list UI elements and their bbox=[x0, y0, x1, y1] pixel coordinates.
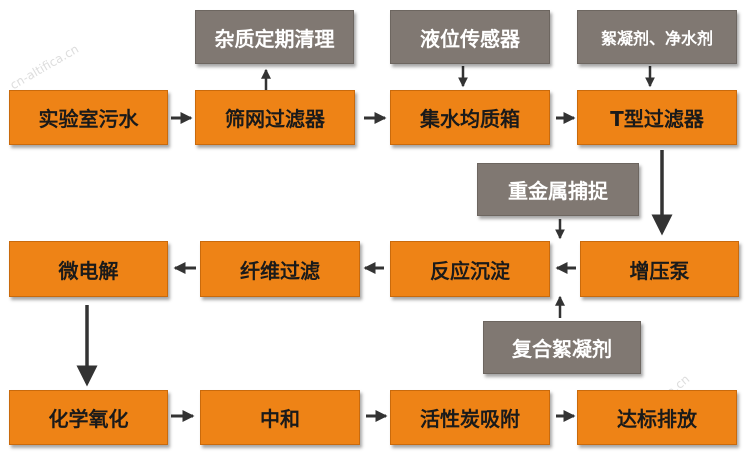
node-fiber-filtration: 纤维过滤 bbox=[200, 241, 360, 297]
node-reaction-precipitation: 反应沉淀 bbox=[390, 241, 550, 297]
node-screen-filter: 筛网过滤器 bbox=[195, 90, 355, 145]
node-flocculant-purifier: 絮凝剂、净水剂 bbox=[577, 10, 737, 64]
node-micro-electrolysis: 微电解 bbox=[9, 241, 168, 297]
node-heavy-metal-capture: 重金属捕捉 bbox=[477, 163, 639, 216]
node-activated-carbon-adsorption: 活性炭吸附 bbox=[390, 390, 550, 445]
node-composite-flocculant: 复合絮凝剂 bbox=[483, 321, 641, 374]
node-discharge-compliance: 达标排放 bbox=[577, 390, 737, 445]
node-homogenizing-tank: 集水均质箱 bbox=[390, 90, 550, 145]
node-impurity-cleaning: 杂质定期清理 bbox=[195, 10, 354, 64]
node-lab-wastewater: 实验室污水 bbox=[9, 90, 168, 145]
node-chemical-oxidation: 化学氧化 bbox=[9, 390, 168, 445]
node-level-sensor: 液位传感器 bbox=[390, 10, 550, 64]
node-booster-pump: 增压泵 bbox=[580, 241, 739, 297]
node-neutralization: 中和 bbox=[200, 390, 360, 445]
node-t-filter: T型过滤器 bbox=[577, 90, 737, 145]
